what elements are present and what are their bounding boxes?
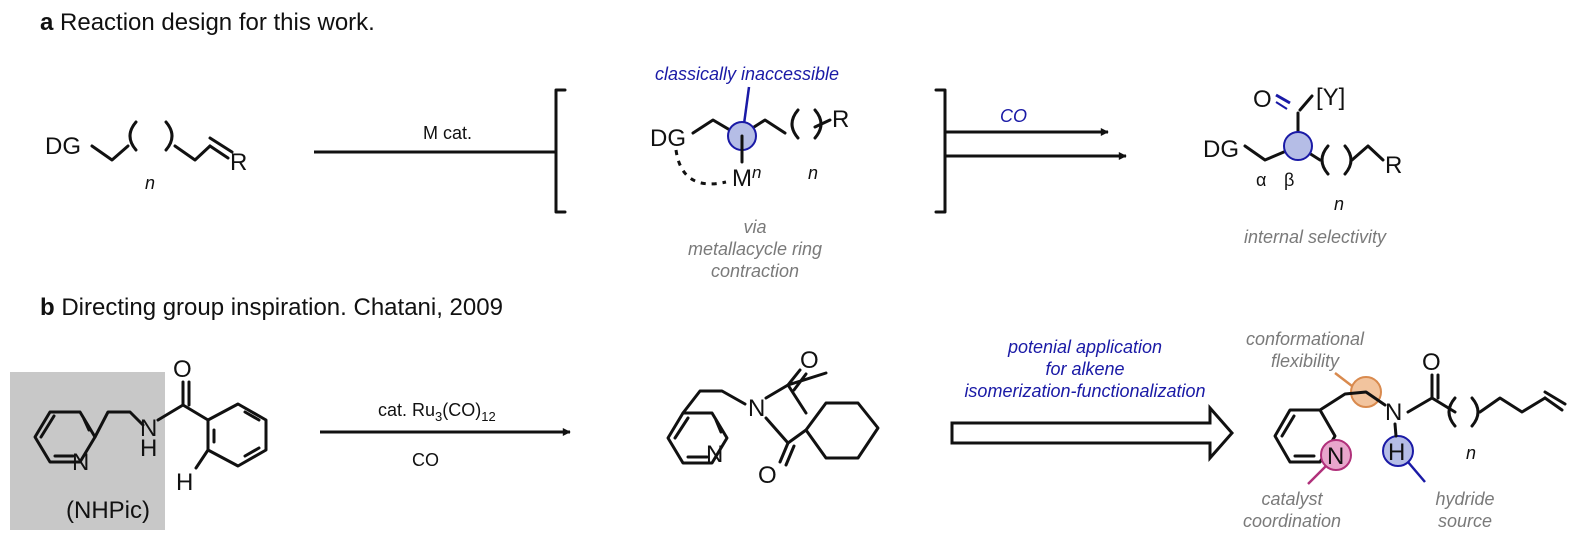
product-b-imide-n: N — [748, 395, 765, 422]
target-n: n — [1466, 443, 1476, 463]
note-internal-selectivity: internal selectivity — [1244, 227, 1387, 247]
target-pyridine-n: N — [1327, 443, 1344, 470]
highlight-pyridine-n — [1320, 439, 1352, 471]
product-a-o: O — [1253, 86, 1272, 113]
note-source: source — [1438, 511, 1492, 531]
note-conformational: conformational — [1246, 329, 1365, 349]
substrate-a-r: R — [230, 149, 247, 176]
product-a-alpha: α — [1256, 170, 1266, 190]
label-co-b: CO — [412, 450, 439, 470]
application-line-3: isomerization-functionalization — [964, 381, 1205, 401]
label-m-cat: M cat. — [423, 123, 472, 143]
product-a-dg: DG — [1203, 136, 1239, 163]
target-amide-h: H — [1388, 439, 1405, 466]
application-line-2: for alkene — [1045, 359, 1124, 379]
callout-classically-inaccessible: classically inaccessible — [655, 64, 839, 84]
callout-line — [742, 86, 751, 125]
substrate-a: DG R n — [45, 120, 247, 193]
product-a-r: R — [1385, 152, 1402, 179]
note-via: via — [743, 217, 766, 237]
substrate-b-pyridine-n: N — [72, 449, 89, 476]
highlight-amide-h — [1382, 435, 1414, 467]
dashed-coordination — [674, 149, 727, 186]
target-carbonyl-o: O — [1422, 349, 1441, 376]
product-a-beta: β — [1284, 170, 1294, 190]
note-hydride: hydride — [1435, 489, 1494, 509]
target-molecule: conformational flexibility N catalyst co… — [1243, 329, 1567, 531]
substrate-b-amide-n: N — [140, 415, 157, 442]
bracket-right — [934, 88, 947, 214]
intermediate-metal: Mn — [732, 163, 761, 192]
substrate-b-carbonyl-o: O — [173, 356, 192, 383]
note-catalyst: catalyst — [1261, 489, 1323, 509]
product-b-o-bottom: O — [758, 462, 777, 489]
product-a-n: n — [1334, 194, 1344, 214]
highlight-product-beta — [1283, 131, 1313, 161]
note-metallacycle: metallacycle ring — [688, 239, 822, 259]
note-flexibility: flexibility — [1271, 351, 1340, 371]
substrate-a-n: n — [145, 173, 155, 193]
intermediate-n: n — [808, 163, 818, 183]
label-co-a: CO — [1000, 106, 1027, 126]
product-b-phthalimide: N N O O — [666, 347, 880, 489]
intermediate-r: R — [832, 106, 849, 133]
product-b-pyridine-n: N — [706, 441, 723, 468]
nhpic-tag: (NHPic) — [66, 497, 150, 524]
hollow-arrow — [950, 404, 1234, 462]
note-coordination: coordination — [1243, 511, 1341, 531]
product-a-y: [Y] — [1316, 84, 1345, 111]
product-b-o-top: O — [800, 347, 819, 374]
panel-a-heading: a Reaction design for this work. — [40, 9, 375, 36]
note-contraction: contraction — [711, 261, 799, 281]
label-ru-catalyst: cat. Ru3(CO)12 — [378, 400, 496, 424]
product-a: O [Y] DG R α β n internal selectivity — [1203, 84, 1402, 247]
bracket-left — [554, 88, 567, 214]
substrate-b: N N H O H (NHPic) — [33, 356, 268, 524]
metallacycle-intermediate: classically inaccessible DG Mn R n via m… — [650, 64, 849, 281]
substrate-b-ortho-h: H — [176, 469, 193, 496]
application-line-1: potenial application — [1007, 337, 1162, 357]
panel-b-heading: b Directing group inspiration. Chatani, … — [40, 294, 503, 321]
substrate-a-dg: DG — [45, 133, 81, 160]
intermediate-dg: DG — [650, 125, 686, 152]
target-amide-n: N — [1385, 399, 1402, 426]
substrate-b-amide-h: H — [140, 435, 157, 462]
